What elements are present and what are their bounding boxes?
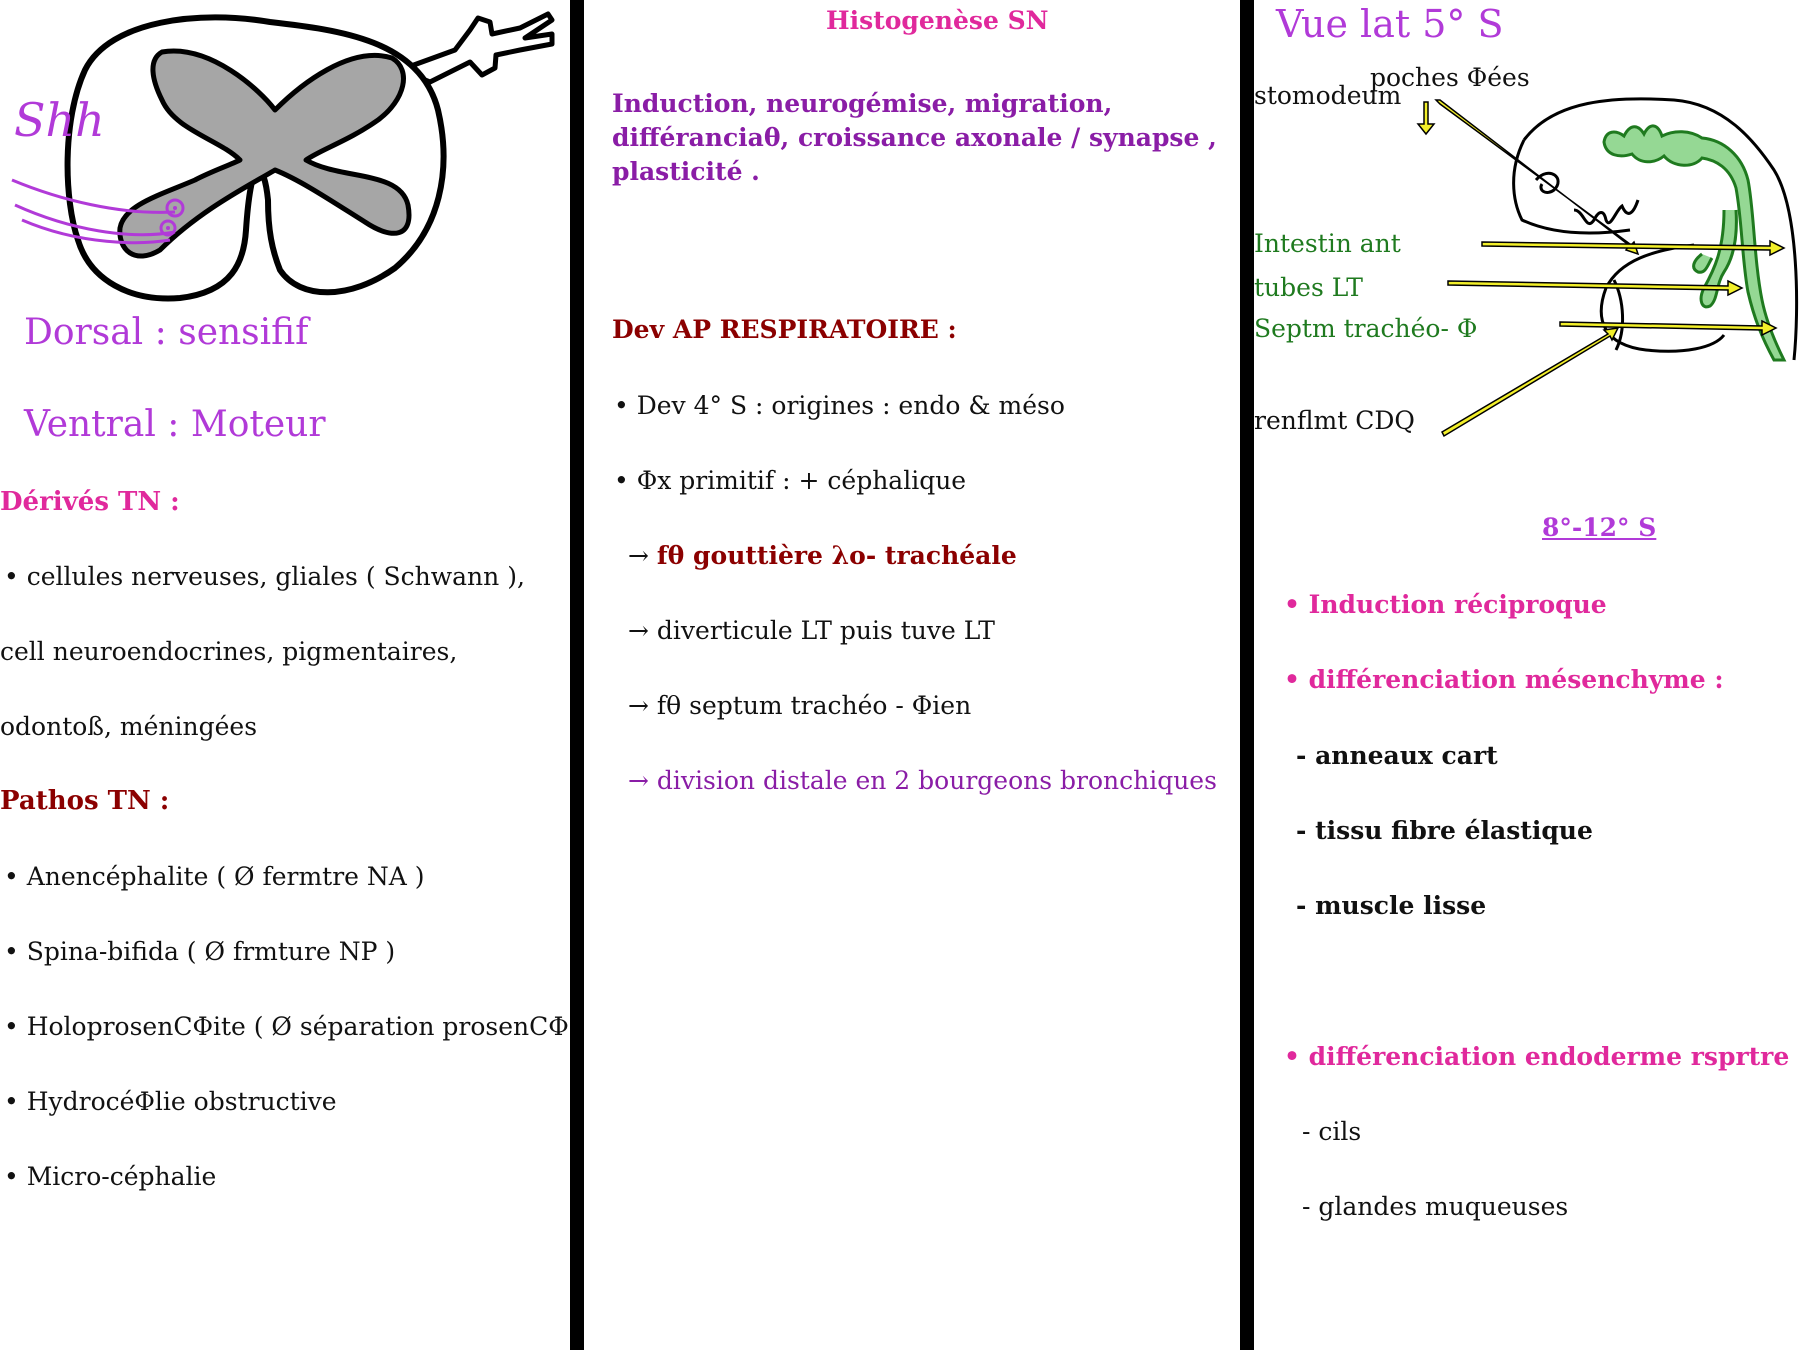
intro-line-2: différanciaθ, croissance axonale / synap… [612,123,1217,152]
endoderme-item-2: - glandes muqueuses [1302,1192,1569,1221]
arrow-item-2: → diverticule LT puis tuve LT [628,616,995,645]
derives-line-2: cell neuroendocrines, pigmentaires, [0,637,458,666]
spinal-cord-cross-section-drawing: Shh [11,11,555,302]
arrow-glyph: → [628,691,649,720]
derives-title: Dérivés TN : [0,487,180,517]
stomodeum-label: stomodeum [1254,81,1402,110]
bullet-endoderme: • différenciation endoderme rsprtre : [1284,1042,1800,1071]
arrow-item-2-text: diverticule LT puis tuve LT [656,616,995,645]
mesenchyme-item-2: - tissu fibre élastique [1296,816,1593,845]
column-divider-left [570,0,584,1350]
arrow-item-4-text: division distale en 2 bourgeons bronchiq… [656,766,1217,795]
pathos-item-3: • HoloprosenCΦite ( Ø séparation prosenC… [4,1012,569,1041]
shh-label: Shh [14,93,105,147]
tubes-label: tubes LT [1254,273,1363,302]
intro-line-3: plasticité . [612,157,760,186]
arrow-item-1-text: fθ gouttière λo- trachéale [656,541,1017,570]
renflement-label: renflmt CDQ [1254,406,1415,435]
dev-item-1: • Dev 4° S : origines : endo & méso [614,391,1065,420]
vue-lat-title: Vue lat 5° S [1276,2,1504,46]
bullet-induction: • Induction réciproque [1284,590,1607,619]
arrow-glyph: → [628,766,649,795]
arrow-item-3-text: fθ septum trachéo - Φien [656,691,972,720]
pathos-title: Pathos TN : [0,786,170,816]
bullet-mesenchyme: • différenciation mésenchyme : [1284,665,1724,694]
pathos-item-1: • Anencéphalite ( Ø fermtre NA ) [4,862,425,891]
arrow-item-1: → fθ gouttière λo- trachéale [628,541,1017,570]
derives-line-3: odontoß, méningées [0,712,258,741]
histogenese-title: Histogenèse SN [826,6,1049,35]
septum-label: Septm trachéo- Φ [1254,314,1477,343]
embryo-lateral-view-diagram: poches Φées stomodeum Intestin ant tubes… [1254,63,1799,438]
derives-line-1: • cellules nerveuses, gliales ( Schwann … [4,562,525,591]
intro-line-1: Induction, neurogémise, migration, [612,89,1113,118]
column-divider-right [1240,0,1254,1350]
arrow-glyph: → [628,616,649,645]
endoderme-item-1: - cils [1302,1117,1362,1146]
mesenchyme-item-1: - anneaux cart [1296,741,1498,770]
arrow-glyph: → [628,541,649,570]
pathos-list: • Anencéphalite ( Ø fermtre NA ) • Spina… [4,862,570,1262]
pathos-item-2: • Spina-bifida ( Ø frmture NP ) [4,937,396,966]
dev-item-2: • Φx primitif : + céphalique [614,466,967,495]
dorsal-label: Dorsal : sensifif [24,312,309,353]
pathos-item-4: • HydrocéΦlie obstructive [4,1087,337,1116]
pathos-item-5: • Micro-céphalie [4,1162,217,1191]
mesenchyme-item-3: - muscle lisse [1296,891,1487,920]
arrow-item-3: → fθ septum trachéo - Φien [628,691,971,720]
ventral-label: Ventral : Moteur [24,404,326,445]
section-title-8-12: 8°-12° S [1542,513,1657,542]
arrow-item-4: → division distale en 2 bourgeons bronch… [628,766,1217,795]
intestin-label: Intestin ant [1254,229,1401,258]
dev-respiratoire-title: Dev AP RESPIRATOIRE : [612,315,957,344]
poches-label: poches Φées [1370,63,1530,92]
